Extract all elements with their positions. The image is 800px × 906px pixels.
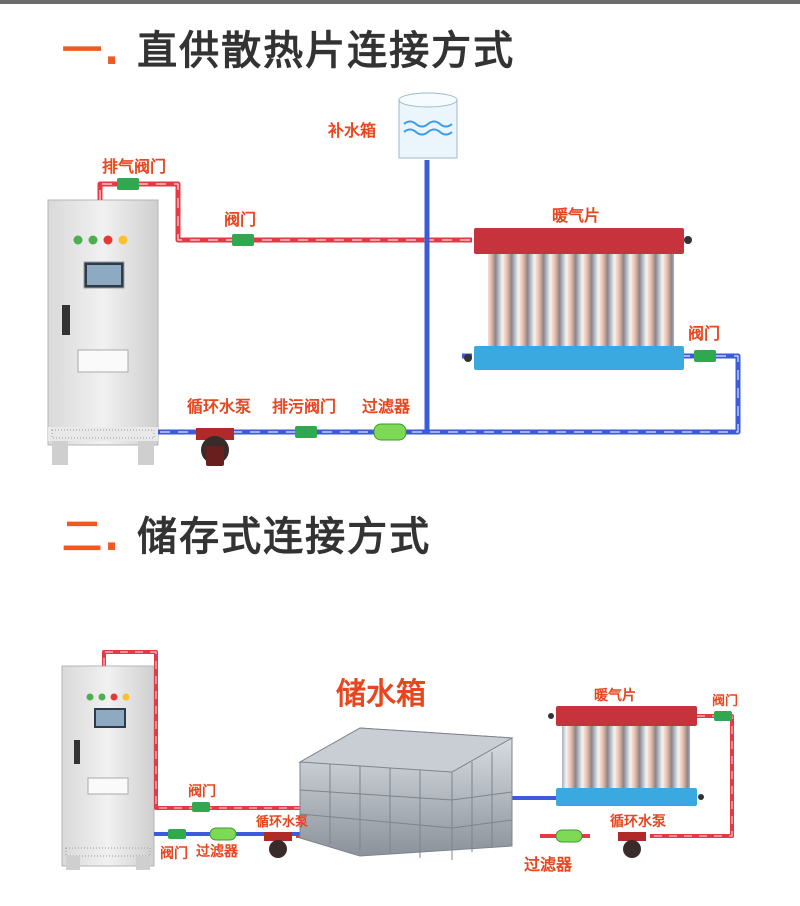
drain-valve-label: 排污阀门	[272, 397, 336, 416]
s2-top-valve-label: 阀门	[188, 783, 216, 800]
storage-water-tank	[298, 727, 514, 860]
radiator-2-label: 暖气片	[594, 687, 636, 704]
s2-bottom-valve-label: 阀门	[160, 845, 188, 862]
storage-tank-label: 储水箱	[336, 677, 426, 712]
radiator-1	[464, 228, 692, 370]
radiator-1-label: 暖气片	[552, 206, 600, 225]
section1-title: 一. 直供散热片连接方式	[62, 18, 515, 76]
makeup-water-tank	[398, 92, 458, 159]
exhaust-valve-icon	[117, 178, 139, 190]
section1-number: 一.	[62, 28, 122, 74]
makeup-tank-label: 补水箱	[327, 121, 376, 140]
s2-right-pump-label: 循环水泵	[610, 813, 666, 830]
s2-right-pump-icon	[618, 832, 646, 858]
s2-right-valve-label: 阀门	[712, 693, 738, 709]
s2-right-filter-icon	[555, 829, 583, 843]
section2-title: 二. 储存式连接方式	[62, 504, 431, 562]
s2-left-pump-icon	[264, 832, 292, 858]
s2-left-filter-icon	[209, 827, 237, 841]
s2-top-valve-icon	[192, 802, 210, 812]
right-valve-icon	[694, 350, 716, 362]
s2-bottom-valve-icon	[168, 829, 186, 839]
filter-icon	[373, 423, 407, 441]
section2-number: 二.	[62, 514, 122, 560]
section1-title-text: 直供散热片连接方式	[137, 28, 516, 74]
circulation-pump-icon	[196, 428, 234, 466]
exhaust-valve-label: 排气阀门	[102, 157, 166, 176]
drain-valve-icon	[295, 426, 317, 438]
pump-label: 循环水泵	[187, 397, 251, 416]
filter-label: 过滤器	[362, 397, 411, 416]
s2-left-filter-label: 过滤器	[196, 843, 239, 860]
top-valve-label: 阀门	[224, 210, 256, 229]
boiler-cabinet-2	[61, 665, 155, 870]
top-valve-icon	[232, 234, 254, 246]
radiator-2	[548, 706, 704, 806]
top-divider-bar	[0, 0, 800, 4]
s2-right-valve-icon	[714, 711, 732, 721]
boiler-cabinet-1	[47, 199, 159, 465]
s2-left-pump-label: 循环水泵	[256, 814, 308, 830]
section2-title-text: 储存式连接方式	[137, 514, 432, 560]
right-valve-label: 阀门	[688, 324, 720, 343]
s2-right-filter-label: 过滤器	[524, 855, 573, 874]
